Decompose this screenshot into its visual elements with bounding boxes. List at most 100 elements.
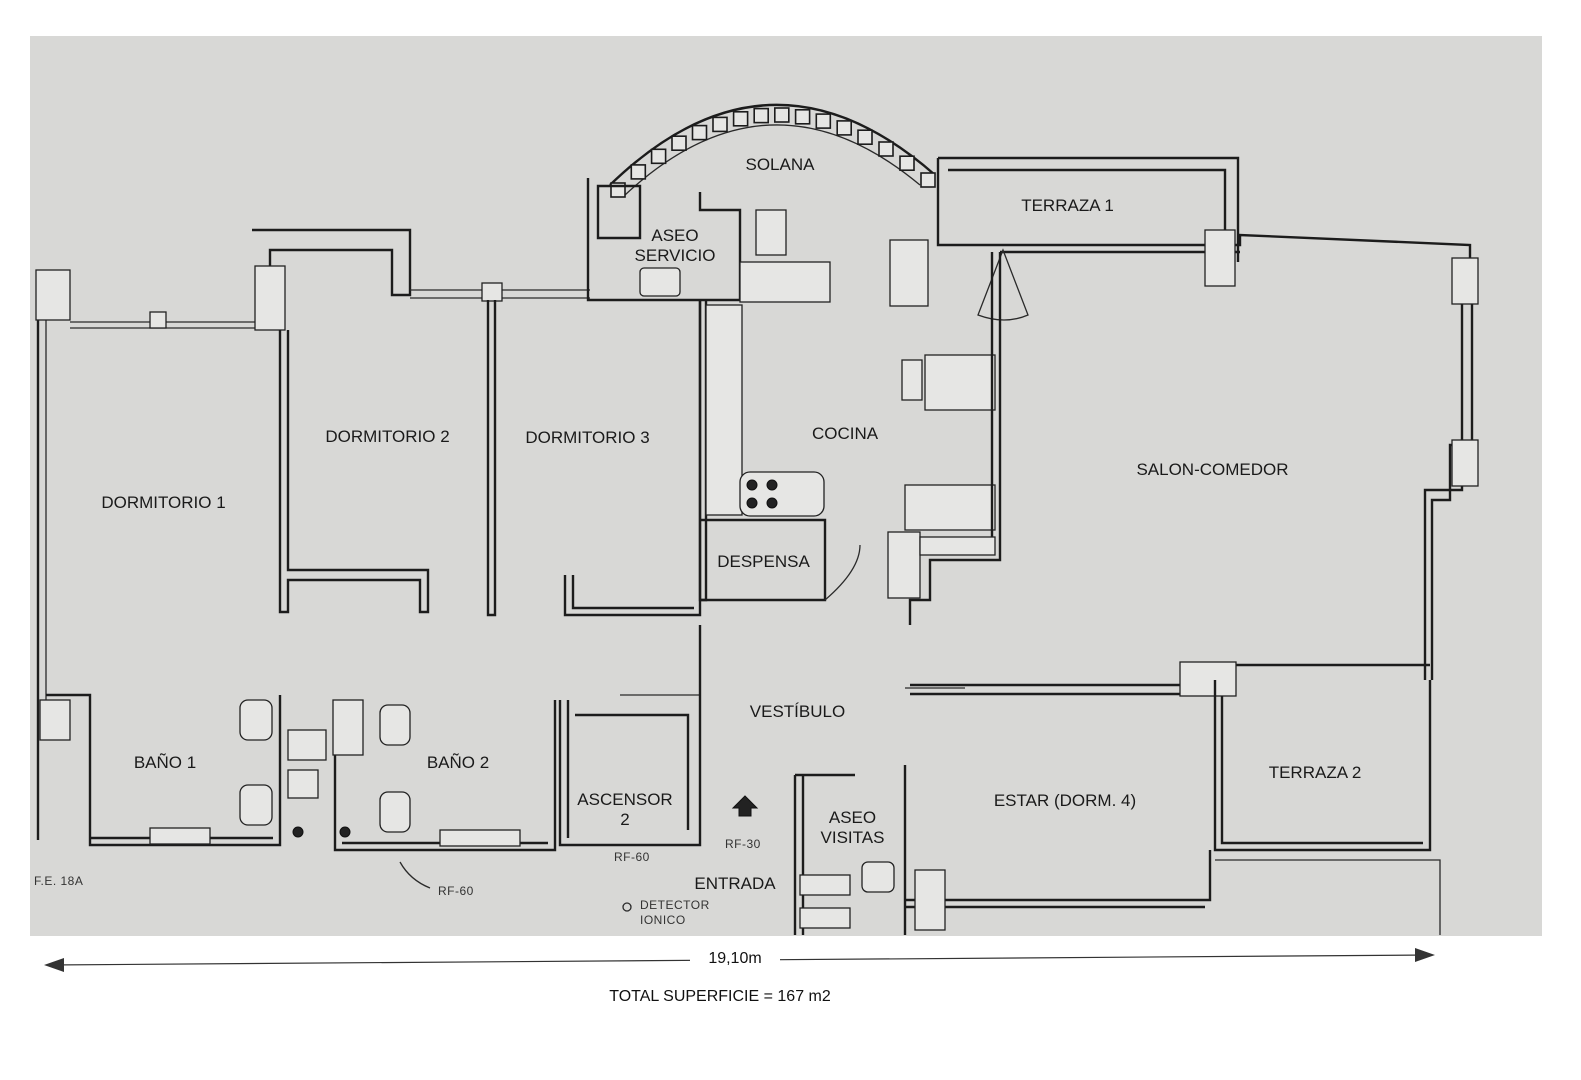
note-fe: F.E. 18A xyxy=(34,874,84,888)
toilet-bano2-b xyxy=(379,791,411,833)
arch-mullion xyxy=(671,135,687,151)
kitchen-east-column xyxy=(887,531,921,599)
note-rf60-a: RF-60 xyxy=(614,850,650,864)
kitchen-table-bottom xyxy=(904,484,996,531)
wall-dorm2-dorm3 xyxy=(486,300,497,617)
hob-burner-4 xyxy=(766,497,778,509)
kitchen-chair xyxy=(901,359,923,401)
column-left-top xyxy=(35,269,71,321)
column-bano2 xyxy=(332,699,364,756)
wall-salon-east xyxy=(1423,262,1474,680)
wall-salon-estar xyxy=(910,663,1430,696)
column-bano1-left xyxy=(39,699,71,741)
arch-mullion xyxy=(712,116,728,133)
label-terraza1: TERRAZA 1 xyxy=(1021,196,1114,215)
door-swing-rf60 xyxy=(399,861,431,889)
downpipe-2 xyxy=(339,826,351,838)
note-rf30: RF-30 xyxy=(725,837,761,851)
toilet-bano2-a xyxy=(379,704,411,746)
label-solana: SOLANA xyxy=(745,155,815,174)
shaft-bano1 xyxy=(287,729,327,761)
wall-ascensor xyxy=(558,700,702,847)
label-entrada: ENTRADA xyxy=(694,874,776,893)
label-bano-2: BAÑO 2 xyxy=(426,753,490,772)
label-vestibulo: VESTÍBULO xyxy=(749,702,846,721)
label-ascensor-line2: 2 xyxy=(620,810,630,829)
kitchen-table-top xyxy=(924,354,996,411)
kitchen-east-burners xyxy=(919,536,996,556)
arch-mullion xyxy=(691,124,708,141)
vanity-bano2 xyxy=(439,829,521,847)
solana-arch xyxy=(609,103,936,198)
column-salon-estar xyxy=(1179,661,1237,697)
column-salon-east-1 xyxy=(1451,257,1479,305)
wall-cocina-east xyxy=(908,252,1002,625)
wall-bano2 xyxy=(333,700,557,852)
label-dormitorio-2: DORMITORIO 2 xyxy=(325,427,450,446)
detector-icon xyxy=(622,902,632,912)
arch-mullion xyxy=(630,164,647,180)
vanity-bano1 xyxy=(149,827,211,845)
label-aseo-visitas-line1: ASEO xyxy=(828,808,877,827)
column-cocina-north xyxy=(889,239,929,307)
label-terraza-2: TERRAZA 2 xyxy=(1268,763,1362,782)
column-dorm2-dorm3 xyxy=(481,282,503,302)
kitchen-counter xyxy=(705,304,743,516)
label-dormitorio-3: DORMITORIO 3 xyxy=(525,428,650,447)
note-detector: DETECTOR IONICO xyxy=(640,898,710,928)
label-aseo-visitas: ASEO VISITAS xyxy=(805,808,900,848)
label-salon-comedor: SALON-COMEDOR xyxy=(1136,460,1289,479)
terraza2-bottom-rail xyxy=(1215,859,1441,935)
wall-despensa xyxy=(700,518,827,602)
wall-vestibulo-top xyxy=(620,687,965,696)
label-dormitorio-1: DORMITORIO 1 xyxy=(101,493,226,512)
wall-dorm1-dorm2 xyxy=(278,330,430,614)
hob-burner-2 xyxy=(766,479,778,491)
toilet-bano1 xyxy=(239,699,273,741)
downpipe-1 xyxy=(292,826,304,838)
arch-mullion xyxy=(773,107,790,123)
label-aseo-servicio-line2: SERVICIO xyxy=(634,246,716,265)
note-detector-line1: DETECTOR xyxy=(640,898,710,912)
wall-terraza1 xyxy=(936,156,1240,262)
sink-aseo-servicio xyxy=(755,209,787,256)
label-estar: ESTAR (DORM. 4) xyxy=(993,791,1137,810)
label-cocina: COCINA xyxy=(811,424,879,443)
label-despensa: DESPENSA xyxy=(717,552,810,571)
meter-box-1 xyxy=(799,874,851,896)
arch-mullion xyxy=(857,129,873,145)
column-aseo-visitas xyxy=(914,869,946,931)
label-aseo-visitas-line2: VISITAS xyxy=(820,828,885,847)
label-bano-1: BAÑO 1 xyxy=(133,753,197,772)
column-small-top xyxy=(149,311,167,329)
hob-burner-3 xyxy=(746,497,758,509)
label-aseo-servicio-line1: ASEO xyxy=(651,226,699,245)
arch-mullion xyxy=(836,120,853,136)
arch-mullion xyxy=(794,109,811,125)
entry-arrow-icon xyxy=(731,795,759,817)
label-aseo-servicio: ASEO SERVICIO xyxy=(620,226,730,266)
column-terraza1 xyxy=(1204,229,1236,287)
arch-mullion xyxy=(878,141,894,157)
wall-dorm3-closet xyxy=(563,300,702,617)
shaft-bano1-b xyxy=(287,769,319,799)
note-rf60-b: RF-60 xyxy=(438,884,474,898)
arch-mullion xyxy=(753,107,770,124)
door-swing-despensa xyxy=(824,544,861,601)
wall-aseo-visitas xyxy=(793,765,907,935)
counter-solana xyxy=(739,261,831,303)
door-swing-cocina xyxy=(977,248,1029,321)
column-salon-east-2 xyxy=(1451,439,1479,487)
arch-mullion xyxy=(650,148,667,165)
wall-terraza2 xyxy=(1213,680,1432,852)
kitchen-hob xyxy=(739,471,825,517)
toilet-aseo-servicio xyxy=(639,267,681,297)
hob-burner-1 xyxy=(746,479,758,491)
dimension-width-label: 19,10m xyxy=(690,950,780,968)
wall-estar-south xyxy=(905,850,1212,909)
arch-mullion xyxy=(920,172,936,188)
meter-box-2 xyxy=(799,907,851,929)
total-surface-label: TOTAL SUPERFICIE = 167 m2 xyxy=(609,988,831,1005)
bidet-bano1 xyxy=(239,784,273,826)
